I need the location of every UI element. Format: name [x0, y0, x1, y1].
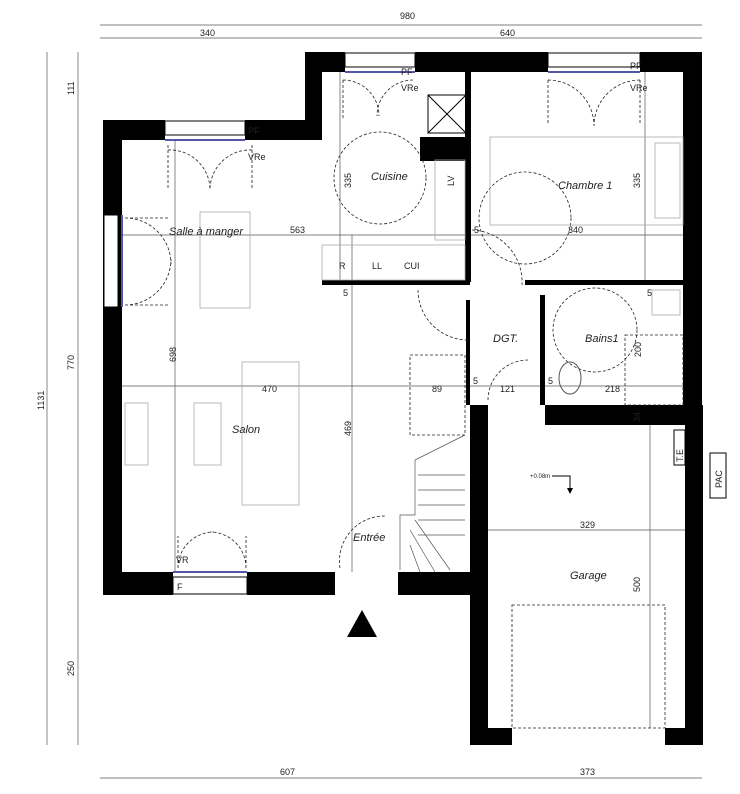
dim-salle-h: 698 [168, 347, 178, 362]
label-pac: PAC [714, 470, 724, 488]
dim-garage-w: 329 [580, 520, 595, 530]
dim-bottom-left: 607 [280, 767, 295, 777]
dim-chambre-w: 340 [568, 225, 583, 235]
dim-wall-5: 5 [548, 376, 553, 386]
dim-chambre-h: 335 [632, 173, 642, 188]
room-labels: Cuisine Chambre 1 Salle à manger Salon D… [169, 171, 619, 582]
room-label-dgt: DGT. [493, 333, 518, 345]
dim-bottom-right: 373 [580, 767, 595, 777]
label-f: F [177, 582, 183, 592]
label-vre: VRe [248, 152, 266, 162]
dim-total-width: 980 [400, 11, 415, 21]
room-label-cuisine: Cuisine [371, 171, 408, 183]
entrance-arrow-icon [347, 610, 377, 637]
dim-left-bottom: 250 [66, 661, 76, 676]
windows [103, 52, 641, 595]
label-fridge: R [339, 261, 346, 271]
door-swings [124, 79, 666, 729]
dim-wall-34: 34 [632, 412, 642, 422]
room-label-chambre: Chambre 1 [558, 180, 612, 192]
pac-box: PAC [709, 452, 727, 499]
room-label-salon: Salon [232, 424, 260, 436]
dim-bains-w: 218 [605, 384, 620, 394]
room-label-garage: Garage [570, 570, 607, 582]
level-arrow-icon [552, 475, 571, 490]
dim-top-right: 640 [500, 28, 515, 38]
room-label-bains: Bains1 [585, 333, 619, 345]
te-box: T.E [673, 429, 686, 466]
dim-cuisine-h: 335 [343, 173, 353, 188]
dim-left-total: 1131 [36, 391, 46, 410]
dim-salon-h: 469 [343, 421, 353, 436]
label-te: T.E [675, 449, 685, 462]
walls [103, 52, 703, 745]
dim-top-left: 340 [200, 28, 215, 38]
fixture-labels: R LL CUI LV PF PF PF VRe VRe VRe VR F T.… [176, 61, 727, 592]
label-vre: VRe [630, 83, 648, 93]
dim-dgt-w: 121 [500, 384, 515, 394]
dim-left-top: 111 [66, 81, 76, 95]
level-arrowhead-icon [567, 488, 573, 494]
dim-bains-h: 200 [633, 342, 643, 357]
label-floor-level: +0.08m [530, 474, 550, 480]
dimension-labels: 980 340 640 607 373 1131 111 770 250 335… [36, 11, 652, 777]
dim-garage-h: 500 [632, 577, 642, 592]
label-pf: PF [630, 61, 642, 71]
furniture [124, 94, 684, 506]
label-washing-machine: LV [446, 176, 456, 186]
dim-wall-5: 5 [647, 288, 652, 298]
staircase[interactable] [399, 354, 466, 573]
room-label-entree: Entrée [353, 532, 385, 544]
label-dishwasher: LL [372, 261, 382, 271]
dim-wall-5: 5 [343, 288, 348, 298]
dim-salon-w: 470 [262, 384, 277, 394]
label-vr: VR [176, 555, 189, 565]
label-vre: VRe [401, 83, 419, 93]
label-pf: PF [248, 126, 260, 136]
dim-stair-w: 89 [432, 384, 442, 394]
dim-wall-5: 5 [474, 225, 479, 235]
dim-wall-5: 5 [473, 376, 478, 386]
dim-left-mid: 770 [66, 355, 76, 370]
dimension-lines [46, 24, 702, 779]
label-pf: PF [401, 67, 413, 77]
room-label-salle-a-manger: Salle à manger [169, 226, 244, 238]
label-cooktop: CUI [404, 261, 420, 271]
dim-salle-w: 563 [290, 225, 305, 235]
